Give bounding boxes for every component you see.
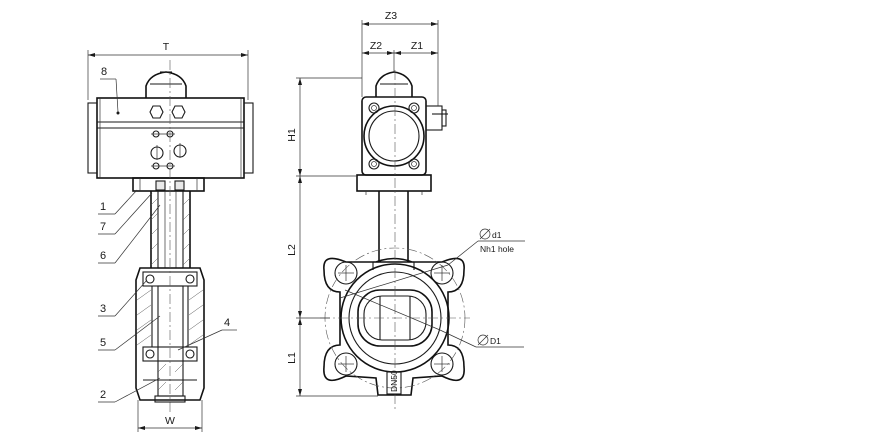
mounting-bracket — [132, 177, 205, 192]
callout-8: 8 — [100, 66, 120, 115]
dimension-vertical: H1 L2 L1 — [286, 77, 378, 397]
dim-label-T: T — [163, 41, 170, 53]
callout-2: 2 — [98, 377, 161, 403]
valve-body-front — [135, 60, 205, 412]
body-mark: DN50 — [386, 370, 402, 395]
dim-label-Z1: Z1 — [411, 40, 423, 52]
dim-label-Z3: Z3 — [385, 10, 397, 22]
callout-5: 5 — [98, 315, 161, 351]
dim-label-L2: L2 — [286, 244, 298, 256]
neck-section — [150, 190, 191, 269]
dimension-W: W — [137, 400, 203, 432]
annotation-D1-text: D1 — [490, 336, 501, 346]
callout-label: 1 — [100, 201, 106, 213]
actuator-body — [87, 97, 254, 179]
callout-label: 8 — [101, 66, 107, 78]
callout-label: 2 — [100, 389, 106, 401]
callout-label: 4 — [224, 317, 230, 329]
annotation-nh1-text: Nh1 hole — [480, 244, 514, 254]
callout-label: 5 — [100, 337, 106, 349]
body-mark-text: DN50 — [389, 370, 399, 392]
callout-6: 6 — [98, 204, 161, 264]
front-view: T W 8 1 7 6 — [87, 41, 254, 432]
dim-label-L1: L1 — [286, 352, 298, 364]
callout-label: 3 — [100, 303, 106, 315]
bore-disc — [320, 70, 470, 410]
side-view: DN50 Z3 Z2 Z1 — [286, 10, 525, 410]
dimension-T: T — [87, 41, 249, 100]
dim-label-Z2: Z2 — [370, 40, 382, 52]
dim-label-W: W — [165, 415, 175, 427]
callout-7: 7 — [98, 192, 153, 235]
callout-3: 3 — [98, 279, 148, 317]
annotation-d1-text: d1 — [492, 230, 502, 240]
callout-label: 6 — [100, 250, 106, 262]
callout-label: 7 — [100, 221, 106, 233]
dim-label-H1: H1 — [286, 128, 298, 142]
actuator-cap — [145, 71, 187, 98]
actuator-side — [356, 71, 448, 195]
annotation-d1: d1 Nh1 hole — [339, 228, 525, 299]
callout-1: 1 — [98, 189, 138, 215]
dimension-Z: Z3 Z2 Z1 — [361, 10, 439, 106]
annotation-D1: D1 — [344, 289, 524, 348]
callout-4: 4 — [177, 317, 237, 351]
